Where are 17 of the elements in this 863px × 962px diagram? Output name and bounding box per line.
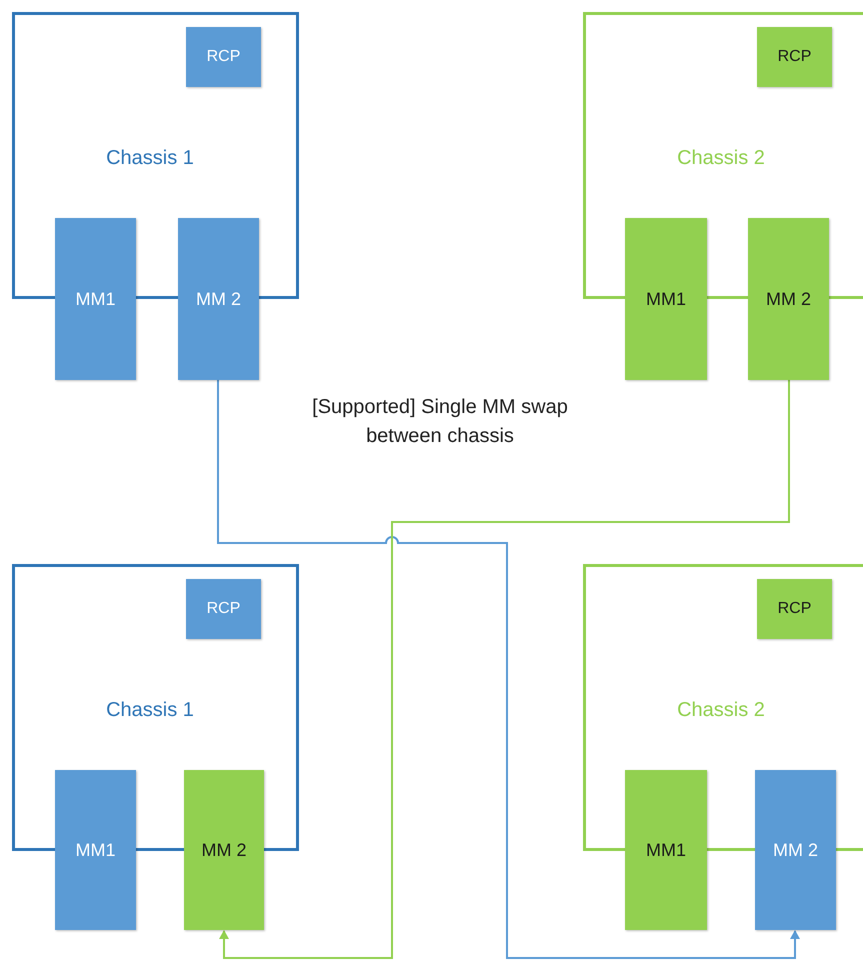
chassis-title: Chassis 2: [676, 698, 766, 723]
rcp-module-box: RCP: [757, 27, 832, 87]
mm-module-box: MM1: [55, 770, 136, 930]
rcp-module-box: RCP: [186, 579, 261, 639]
chassis-title: Chassis 1: [105, 698, 195, 723]
mm-module-box: MM1: [625, 218, 707, 380]
mm-module-box: MM1: [55, 218, 136, 380]
chassis-title: Chassis 2: [676, 146, 766, 171]
mm-module-box: MM 2: [178, 218, 259, 380]
mm-module-box: MM 2: [748, 218, 829, 380]
rcp-module-box: RCP: [757, 579, 832, 639]
mm-module-box: MM 2: [184, 770, 264, 930]
rcp-module-box: RCP: [186, 27, 261, 87]
chassis-title: Chassis 1: [105, 146, 195, 171]
mm-module-box: MM 2: [755, 770, 836, 930]
mm-module-box: MM1: [625, 770, 707, 930]
note-text: [Supported] Single MM swap between chassis: [311, 395, 569, 449]
